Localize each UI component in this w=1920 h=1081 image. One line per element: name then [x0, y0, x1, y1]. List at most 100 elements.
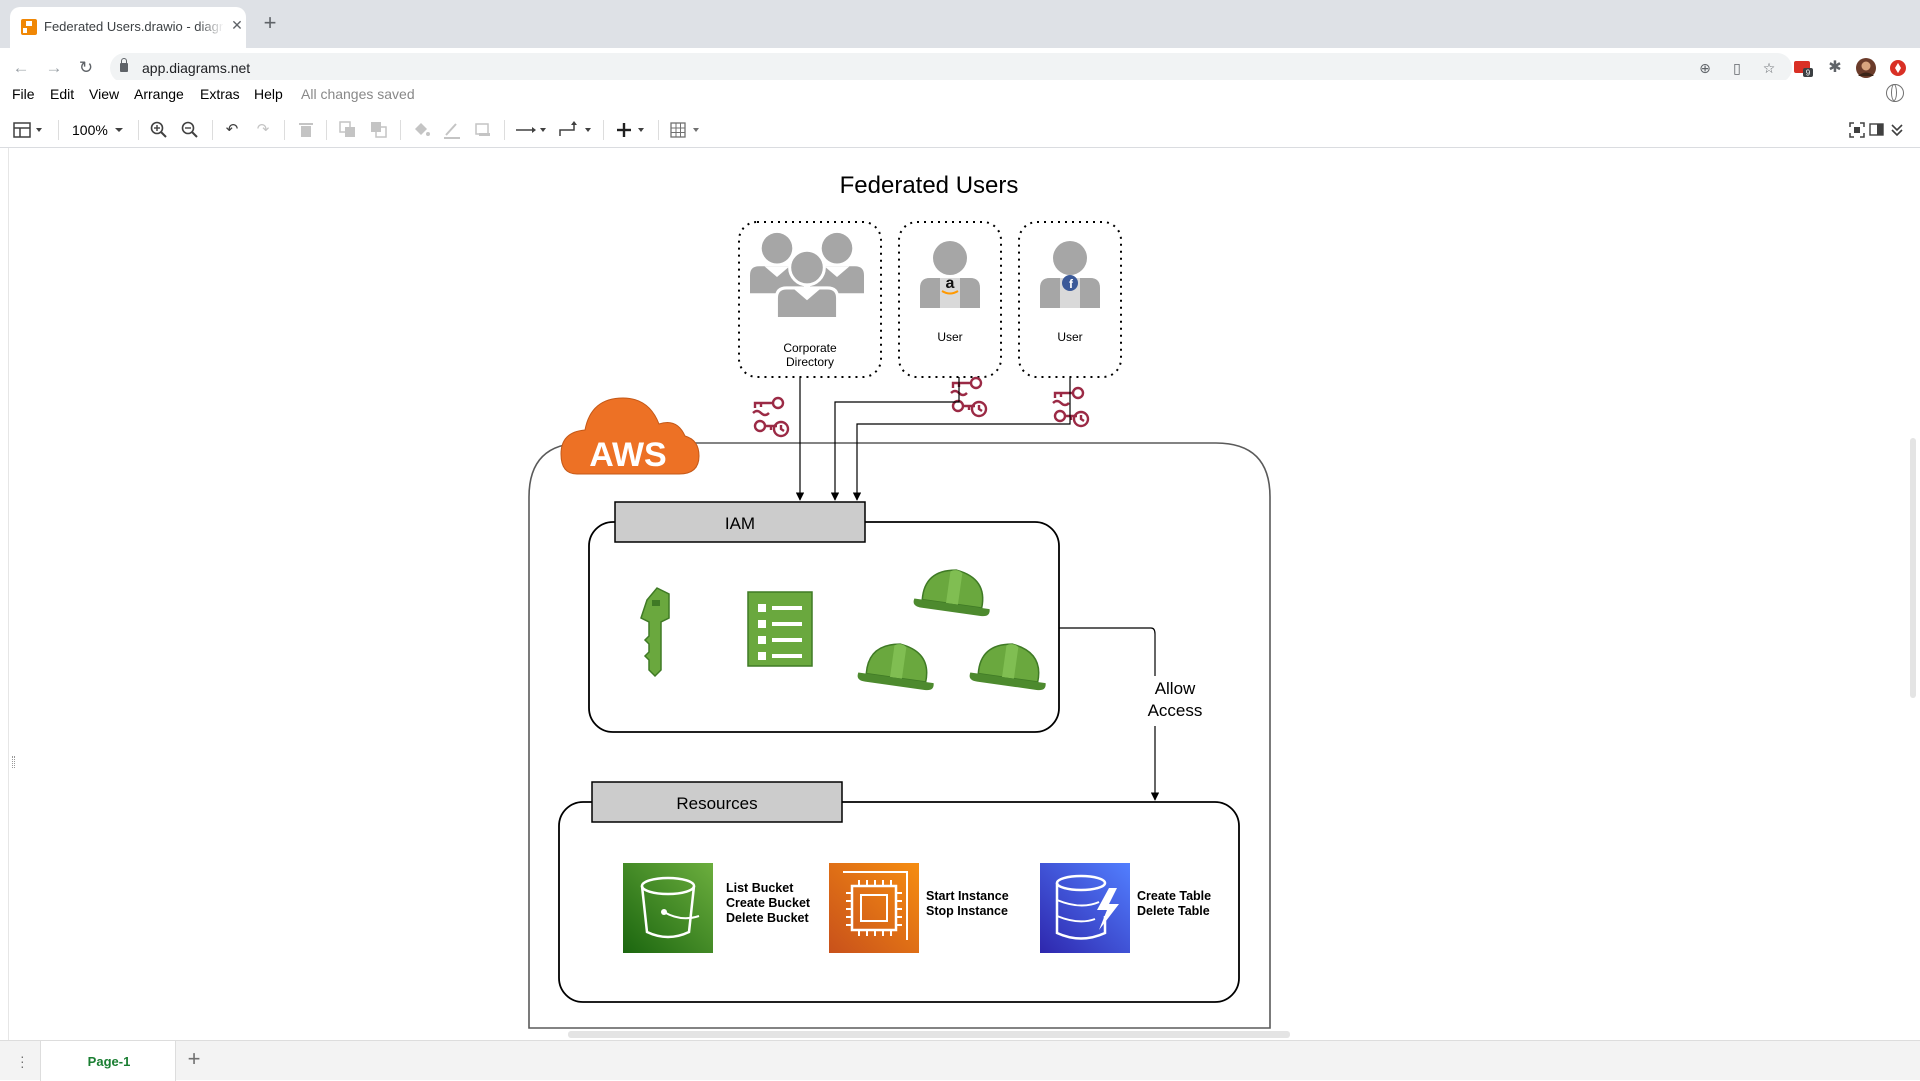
browser-tab[interactable]: Federated Users.drawio - diagrams.net ✕: [10, 7, 246, 48]
toolbar-separator: [138, 120, 139, 140]
zoom-in-icon[interactable]: [148, 119, 170, 141]
address-bar[interactable]: app.diagrams.net ⊕ ▯ ☆: [110, 53, 1792, 83]
corporate-label-line2: Directory: [786, 355, 834, 369]
chevron-down-icon[interactable]: [112, 119, 128, 141]
delete-trash-icon[interactable]: [295, 119, 317, 141]
shadow-icon[interactable]: [472, 119, 494, 141]
menu-view[interactable]: View: [89, 86, 120, 102]
temporary-credentials-icon: [751, 396, 790, 438]
table-grid-icon[interactable]: [668, 119, 704, 141]
resources-label-box[interactable]: [591, 781, 843, 823]
allow-access-label-line1[interactable]: Allow: [1155, 679, 1196, 698]
browser-toolbar: ← → ↻ app.diagrams.net ⊕ ▯ ☆ 9 ✱: [0, 48, 1920, 88]
connector-amazon-to-iam[interactable]: [830, 377, 960, 501]
dynamodb-action: Delete Table: [1137, 904, 1210, 918]
allow-access-label-line2[interactable]: Access: [1148, 701, 1203, 720]
connector-facebook-to-iam[interactable]: [852, 377, 1071, 501]
dynamodb-icon: [1040, 863, 1130, 953]
menu-file[interactable]: File: [12, 86, 35, 102]
dynamodb-action: Create Table: [1137, 889, 1211, 903]
extension-badge-count: 9: [1806, 69, 1811, 78]
sidebar-resize-handle[interactable]: [12, 756, 15, 768]
add-page-button[interactable]: +: [187, 1046, 201, 1071]
vertical-scrollbar[interactable]: [1910, 438, 1916, 698]
s3-action: Delete Bucket: [726, 911, 810, 925]
save-status: All changes saved: [301, 86, 415, 102]
menu-extras[interactable]: Extras: [200, 86, 240, 102]
toolbar-separator: [658, 120, 659, 140]
install-app-icon[interactable]: ⊕: [1699, 60, 1711, 76]
amazon-logo-icon: a: [941, 275, 959, 295]
menu-help[interactable]: Help: [254, 86, 283, 102]
insert-plus-icon[interactable]: [614, 119, 648, 141]
diagram-toolbar: 100% ↶ ↷: [0, 113, 1920, 148]
toolbar-separator: [400, 120, 401, 140]
menu-arrange[interactable]: Arrange: [134, 86, 184, 102]
horizontal-scrollbar[interactable]: [568, 1031, 1290, 1038]
iam-label-box[interactable]: [614, 501, 866, 543]
menu-extension-icon[interactable]: [1887, 57, 1909, 79]
lock-icon: [120, 58, 128, 72]
forward-arrow-icon[interactable]: →: [45, 58, 63, 77]
fullscreen-icon[interactable]: [1846, 119, 1868, 141]
bookmark-star-icon[interactable]: ☆: [1762, 60, 1776, 76]
amazon-user-box[interactable]: [898, 221, 1002, 378]
collapse-chevron-icon[interactable]: [1886, 119, 1908, 141]
iam-key-icon: [640, 587, 670, 678]
temporary-credentials-icon: [949, 376, 988, 418]
language-globe-icon[interactable]: [1886, 84, 1904, 102]
new-tab-button[interactable]: +: [263, 10, 277, 35]
format-panel-toggle-icon[interactable]: [12, 119, 46, 141]
pages-menu-icon[interactable]: ···: [20, 1048, 25, 1074]
menu-edit[interactable]: Edit: [50, 86, 75, 102]
s3-bucket-icon: [623, 863, 713, 953]
reload-icon[interactable]: ↻: [78, 58, 94, 77]
waypoints-icon[interactable]: [557, 119, 593, 141]
line-color-icon[interactable]: [441, 119, 463, 141]
url-text: app.diagrams.net: [142, 60, 251, 76]
toolbar-separator: [504, 120, 505, 140]
fill-color-icon[interactable]: [410, 119, 432, 141]
facebook-user-icon: [1040, 241, 1100, 308]
profile-avatar[interactable]: [1855, 57, 1877, 79]
connection-style-icon[interactable]: [514, 119, 548, 141]
page-tab-label: Page-1: [87, 1054, 131, 1069]
zoom-level-dropdown[interactable]: 100%: [72, 122, 108, 138]
svg-text:a: a: [946, 275, 955, 292]
s3-action: List Bucket: [726, 881, 794, 895]
browser-tab-strip: Federated Users.drawio - diagrams.net ✕ …: [0, 0, 1920, 48]
app-menu-bar: File Edit View Arrange Extras Help All c…: [0, 80, 1920, 108]
toolbar-separator: [284, 120, 285, 140]
diagram-title[interactable]: Federated Users: [840, 172, 1019, 199]
format-panel-icon[interactable]: [1866, 119, 1888, 141]
file-save-icon[interactable]: ▯: [1733, 60, 1741, 76]
svg-text:f: f: [1069, 277, 1074, 291]
user-group-icon: [750, 232, 864, 321]
tab-close-icon[interactable]: ✕: [231, 17, 243, 33]
drawing-canvas[interactable]: Federated Users Corporate Directory: [8, 148, 1920, 1040]
iam-policy-icon: [747, 591, 813, 667]
page-tabs-bar: ··· Page-1 +: [0, 1040, 1920, 1081]
allow-access-label-bg: [1143, 676, 1217, 726]
aws-cloud-container[interactable]: [528, 442, 1271, 1029]
ec2-chip-icon: [829, 863, 919, 953]
aws-label: AWS: [589, 436, 666, 474]
to-front-icon[interactable]: [337, 119, 359, 141]
to-back-icon[interactable]: [368, 119, 390, 141]
ec2-action: Stop Instance: [926, 904, 1008, 918]
page-tab[interactable]: Page-1: [40, 1041, 176, 1081]
connector-allow-access[interactable]: [1059, 627, 1160, 801]
redo-icon[interactable]: ↷: [256, 121, 270, 138]
diagram[interactable]: Federated Users Corporate Directory: [9, 148, 1909, 1040]
back-arrow-icon[interactable]: ←: [12, 58, 30, 77]
aws-cloud-logo[interactable]: AWS: [560, 397, 700, 475]
amazon-user-label: User: [937, 330, 962, 344]
undo-icon[interactable]: ↶: [225, 121, 239, 138]
toolbar-separator: [212, 120, 213, 140]
extension-badge-icon[interactable]: 9: [1792, 57, 1814, 79]
facebook-logo-icon: f: [1062, 275, 1078, 291]
ec2-action: Start Instance: [926, 889, 1009, 903]
tab-title: Federated Users.drawio - diagrams.net: [44, 19, 224, 34]
zoom-out-icon[interactable]: [179, 119, 201, 141]
extensions-puzzle-icon[interactable]: ✱: [1828, 59, 1842, 76]
